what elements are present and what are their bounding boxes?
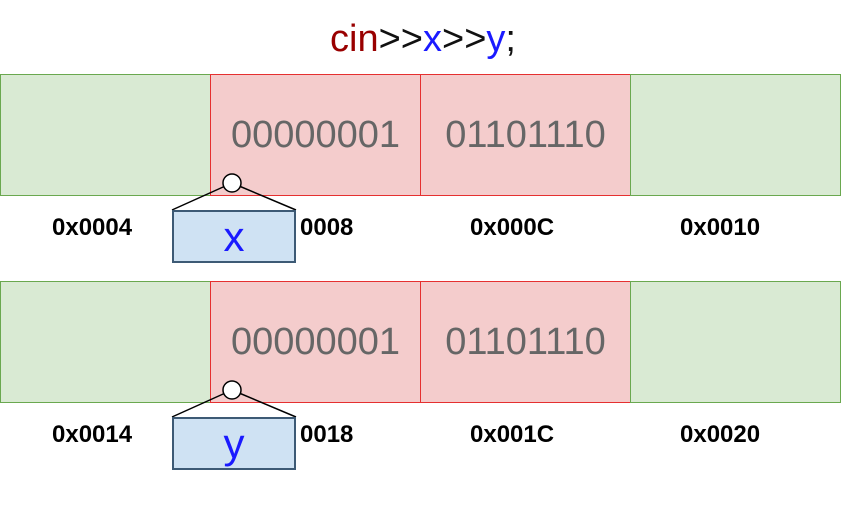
address-label: 0x0004 xyxy=(52,214,133,241)
cin-keyword: cin xyxy=(330,18,379,60)
memory-cell-free-right xyxy=(630,281,841,403)
extraction-operator-2: >> xyxy=(442,18,487,60)
address-label: 0008 xyxy=(300,214,354,241)
address-label: 0x0010 xyxy=(680,214,761,241)
memory-cell-free-right xyxy=(630,74,841,196)
variable-box-y: y xyxy=(172,417,296,470)
pointer-line-right xyxy=(231,389,297,418)
pointer-line-right xyxy=(231,182,297,211)
address-label: 0x001C xyxy=(470,421,555,448)
pointer-line-left xyxy=(171,389,233,418)
memory-row-y: 00000001 01101110 0x0014 0018 0x001C 0x0… xyxy=(0,281,846,511)
pointer-connector xyxy=(171,173,297,211)
address-label: 0018 xyxy=(300,421,354,448)
pointer-connector xyxy=(171,380,297,418)
code-statement: cin>>x>>y; xyxy=(0,14,846,64)
memory-cell-byte-2: 01101110 xyxy=(420,74,631,196)
memory-cell-byte-1: 00000001 xyxy=(210,74,421,196)
memory-cell-byte-1: 00000001 xyxy=(210,281,421,403)
variable-x-label: x xyxy=(423,18,442,60)
pointer-line-left xyxy=(171,182,233,211)
memory-cell-free-left xyxy=(0,74,211,196)
address-label: 0x000C xyxy=(470,214,555,241)
memory-row-x: 00000001 01101110 0x0004 0008 0x000C 0x0… xyxy=(0,74,846,304)
pointer-anchor-circle xyxy=(222,173,242,193)
address-label: 0x0020 xyxy=(680,421,761,448)
address-label: 0x0014 xyxy=(52,421,133,448)
variable-box-x: x xyxy=(172,210,296,263)
variable-y-label: y xyxy=(486,18,506,60)
semicolon: ; xyxy=(505,18,516,60)
extraction-operator-1: >> xyxy=(378,18,423,60)
pointer-anchor-circle xyxy=(222,380,242,400)
